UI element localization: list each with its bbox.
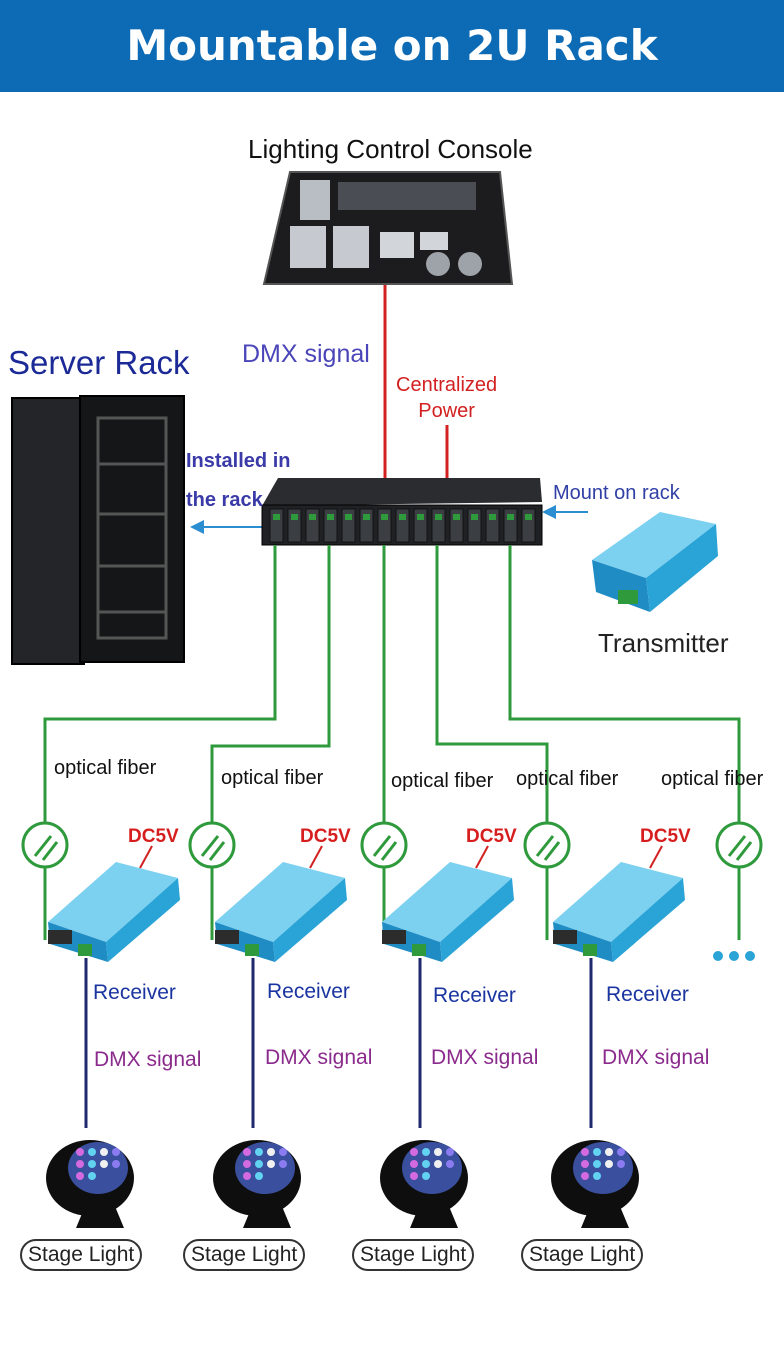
dc5v-label: DC5V <box>300 826 351 847</box>
dmx-signal-label: DMX signal <box>431 1046 539 1069</box>
card-led <box>291 514 298 520</box>
card-slot <box>449 508 464 543</box>
card-led <box>489 514 496 520</box>
fiber-line-5 <box>508 545 741 822</box>
fiber-connector-icon <box>715 821 763 869</box>
card-slot <box>305 508 320 543</box>
card-led <box>399 514 406 520</box>
receiver-device <box>551 845 685 1228</box>
dmx-signal-label: DMX signal <box>602 1046 710 1069</box>
receiver-label: Receiver <box>93 981 176 1004</box>
receiver-device <box>213 845 347 1228</box>
fiber-label: optical fiber <box>516 768 619 790</box>
fiber-label: optical fiber <box>661 768 764 790</box>
fiber-connector-icon <box>360 821 408 869</box>
lighting-console <box>262 171 514 285</box>
receiver-label: Receiver <box>267 980 350 1003</box>
card-slot <box>521 508 536 543</box>
more-dot <box>713 951 723 961</box>
more-dot <box>745 951 755 961</box>
transmitter-label: Transmitter <box>598 628 729 658</box>
stage-light-icon <box>46 1140 134 1228</box>
card-slot <box>323 508 338 543</box>
card-led <box>471 514 478 520</box>
dmx-signal-label: DMX signal <box>94 1048 202 1071</box>
installed-in-rack-label: Installed in the rack <box>186 450 291 511</box>
card-slot <box>377 508 392 543</box>
card-led <box>435 514 442 520</box>
card-led <box>453 514 460 520</box>
stage-light-label: Stage Light <box>183 1239 306 1271</box>
dc-power-line <box>139 845 153 869</box>
dc-power-line <box>649 845 663 869</box>
card-led <box>273 514 280 520</box>
server-rack-label: Server Rack <box>8 344 190 381</box>
console-label: Lighting Control Console <box>248 134 533 164</box>
centralized-power-label: Centralized Power <box>396 374 498 422</box>
card-led <box>345 514 352 520</box>
card-led <box>327 514 334 520</box>
stage-light-label: Stage Light <box>521 1239 644 1271</box>
server-rack <box>11 395 185 665</box>
stage-light-label: Stage Light <box>352 1239 475 1271</box>
receiver-device <box>46 845 180 1228</box>
fiber-connector-icon <box>523 821 571 869</box>
stage-light-icon <box>551 1140 639 1228</box>
dc-power-line <box>309 845 323 869</box>
fiber-label: optical fiber <box>391 770 494 792</box>
transmitter-device <box>592 512 718 612</box>
dmx-signal-label: DMX signal <box>265 1046 373 1069</box>
fiber-line-2 <box>210 545 331 822</box>
stage-light-icon <box>380 1140 468 1228</box>
card-slot <box>431 508 446 543</box>
card-led <box>381 514 388 520</box>
mount-on-rack-label: Mount on rack <box>553 482 680 504</box>
fiber-line-1 <box>43 545 277 822</box>
receiver-device <box>380 845 514 1228</box>
card-slot <box>503 508 518 543</box>
topology-diagram <box>11 171 763 1228</box>
dc-power-line <box>475 845 489 869</box>
card-slot <box>485 508 500 543</box>
dc5v-label: DC5V <box>466 826 517 847</box>
card-slot <box>395 508 410 543</box>
stage-light-label: Stage Light <box>20 1239 143 1271</box>
card-slot <box>341 508 356 543</box>
dc5v-label: DC5V <box>640 826 691 847</box>
receiver-label: Receiver <box>433 984 516 1007</box>
dc5v-label: DC5V <box>128 826 179 847</box>
card-slot <box>467 508 482 543</box>
fiber-label: optical fiber <box>221 767 324 789</box>
card-led <box>363 514 370 520</box>
fiber-line-4 <box>435 545 549 822</box>
dmx-signal-top-label: DMX signal <box>242 340 370 368</box>
page-title: Mountable on 2U Rack <box>126 21 658 70</box>
fiber-connector-icon <box>188 821 236 869</box>
card-led <box>417 514 424 520</box>
fiber-connector-icon <box>21 821 69 869</box>
more-dot <box>729 951 739 961</box>
receiver-label: Receiver <box>606 983 689 1006</box>
card-slot <box>359 508 374 543</box>
title-banner <box>0 0 784 92</box>
card-slot <box>413 508 428 543</box>
stage-light-icon <box>213 1140 301 1228</box>
fiber-label: optical fiber <box>54 757 157 779</box>
card-led <box>507 514 514 520</box>
card-led <box>309 514 316 520</box>
card-led <box>525 514 532 520</box>
